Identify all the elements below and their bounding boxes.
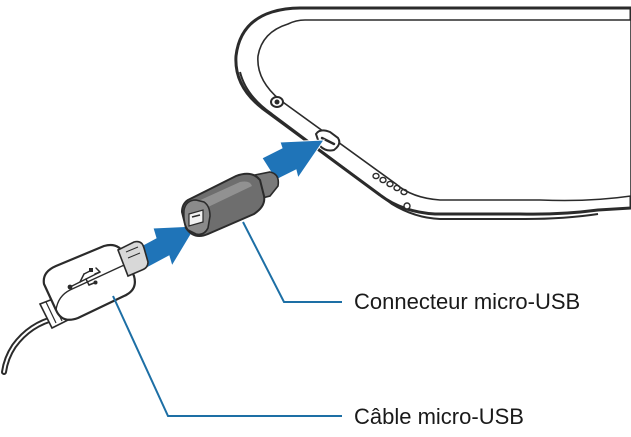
screw-hole: [403, 202, 411, 210]
cable-wire: [1, 315, 59, 375]
phone-side-edge: [239, 71, 599, 220]
cable-plug-tip-slot: [125, 246, 141, 259]
connector-label: Connecteur micro-USB: [354, 289, 581, 314]
leader-line-cable: [112, 295, 342, 417]
phone-usb-port-inner: [320, 136, 336, 146]
micro-usb-connector-adapter: [180, 171, 280, 237]
micro-usb-cable: [1, 240, 149, 375]
cable-wire-inner: [3, 317, 57, 373]
adapter-receptacle: [188, 209, 204, 227]
speaker-grille: [372, 172, 408, 196]
phone-device: [234, 6, 631, 220]
headphone-jack-hole: [274, 99, 280, 105]
insert-arrow-upper: [261, 139, 325, 181]
phone-screen-rim: [257, 19, 631, 202]
cable-label: Câble micro-USB: [354, 404, 524, 429]
leader-line-connector: [242, 221, 342, 303]
adapter-receptacle-pin: [191, 214, 201, 218]
cable-plug-tip: [116, 240, 149, 278]
adapter-highlight: [196, 181, 252, 208]
callout-leaders: [112, 221, 342, 417]
usb-icon: [67, 267, 101, 290]
